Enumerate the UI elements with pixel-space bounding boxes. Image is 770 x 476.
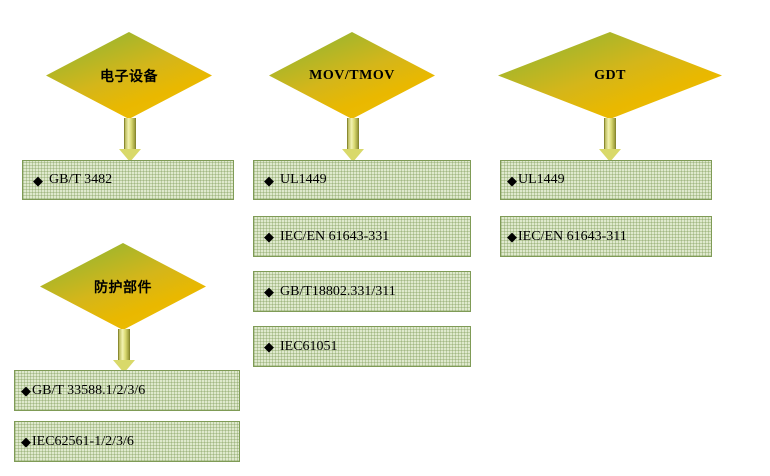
arrow-shaft [604, 118, 616, 150]
box-ul1449-col3[interactable]: ◆ UL1449 [500, 160, 712, 200]
arrow-shaft [347, 118, 359, 150]
arrow-head [113, 360, 135, 373]
bullet-icon: ◆ [21, 434, 31, 449]
box-label: IEC61051 [280, 338, 338, 354]
arrow-head [119, 149, 141, 162]
node-label: 电子设备 [100, 69, 158, 85]
node-label: 防护部件 [94, 280, 152, 296]
box-iec-en-61643-311[interactable]: ◆ IEC/EN 61643-311 [500, 216, 712, 257]
bullet-icon: ◆ [507, 229, 517, 244]
arrow-gdt-to-ul1449 [598, 118, 622, 162]
arrow-protective-component-to-gbt33588 [112, 329, 136, 373]
node-label: MOV/TMOV [309, 67, 395, 83]
arrow-head [342, 149, 364, 162]
box-ul1449-col2[interactable]: ◆ UL1449 [253, 160, 471, 200]
bullet-icon: ◆ [33, 172, 43, 188]
box-gbt-3482[interactable]: ◆ GB/T 3482 [22, 160, 234, 200]
box-label: GB/T 33588.1/2/3/6 [32, 382, 146, 398]
node-electronic-equipment[interactable]: 电子设备 [46, 32, 212, 119]
box-label: UL1449 [518, 172, 565, 187]
arrow-head [599, 149, 621, 162]
bullet-icon: ◆ [264, 284, 274, 299]
arrow-electronic-equipment-to-gbt3482 [118, 118, 142, 162]
box-label: IEC/EN 61643-311 [518, 228, 627, 244]
box-label: UL1449 [280, 172, 327, 187]
box-label: IEC62561-1/2/3/6 [32, 433, 134, 449]
node-protective-component[interactable]: 防护部件 [40, 243, 206, 330]
box-iec62561[interactable]: ◆ IEC62561-1/2/3/6 [14, 421, 240, 462]
arrow-mov-tmov-to-ul1449 [341, 118, 365, 162]
box-iec61051[interactable]: ◆ IEC61051 [253, 326, 471, 367]
arrow-shaft [124, 118, 136, 150]
bullet-icon: ◆ [507, 172, 517, 188]
box-iec-en-61643-331[interactable]: ◆ IEC/EN 61643-331 [253, 216, 471, 257]
bullet-icon: ◆ [264, 339, 274, 354]
box-label: GB/T 3482 [49, 172, 113, 187]
box-gbt-33588[interactable]: ◆ GB/T 33588.1/2/3/6 [14, 370, 240, 411]
bullet-icon: ◆ [264, 229, 274, 244]
node-gdt[interactable]: GDT [498, 32, 722, 119]
bullet-icon: ◆ [21, 383, 31, 398]
node-label: GDT [594, 67, 626, 83]
box-label: GB/T18802.331/311 [280, 283, 396, 299]
box-gbt-18802[interactable]: ◆ GB/T18802.331/311 [253, 271, 471, 312]
node-mov-tmov[interactable]: MOV/TMOV [269, 32, 435, 119]
bullet-icon: ◆ [264, 172, 274, 188]
box-label: IEC/EN 61643-331 [280, 228, 390, 244]
arrow-shaft [118, 329, 130, 361]
